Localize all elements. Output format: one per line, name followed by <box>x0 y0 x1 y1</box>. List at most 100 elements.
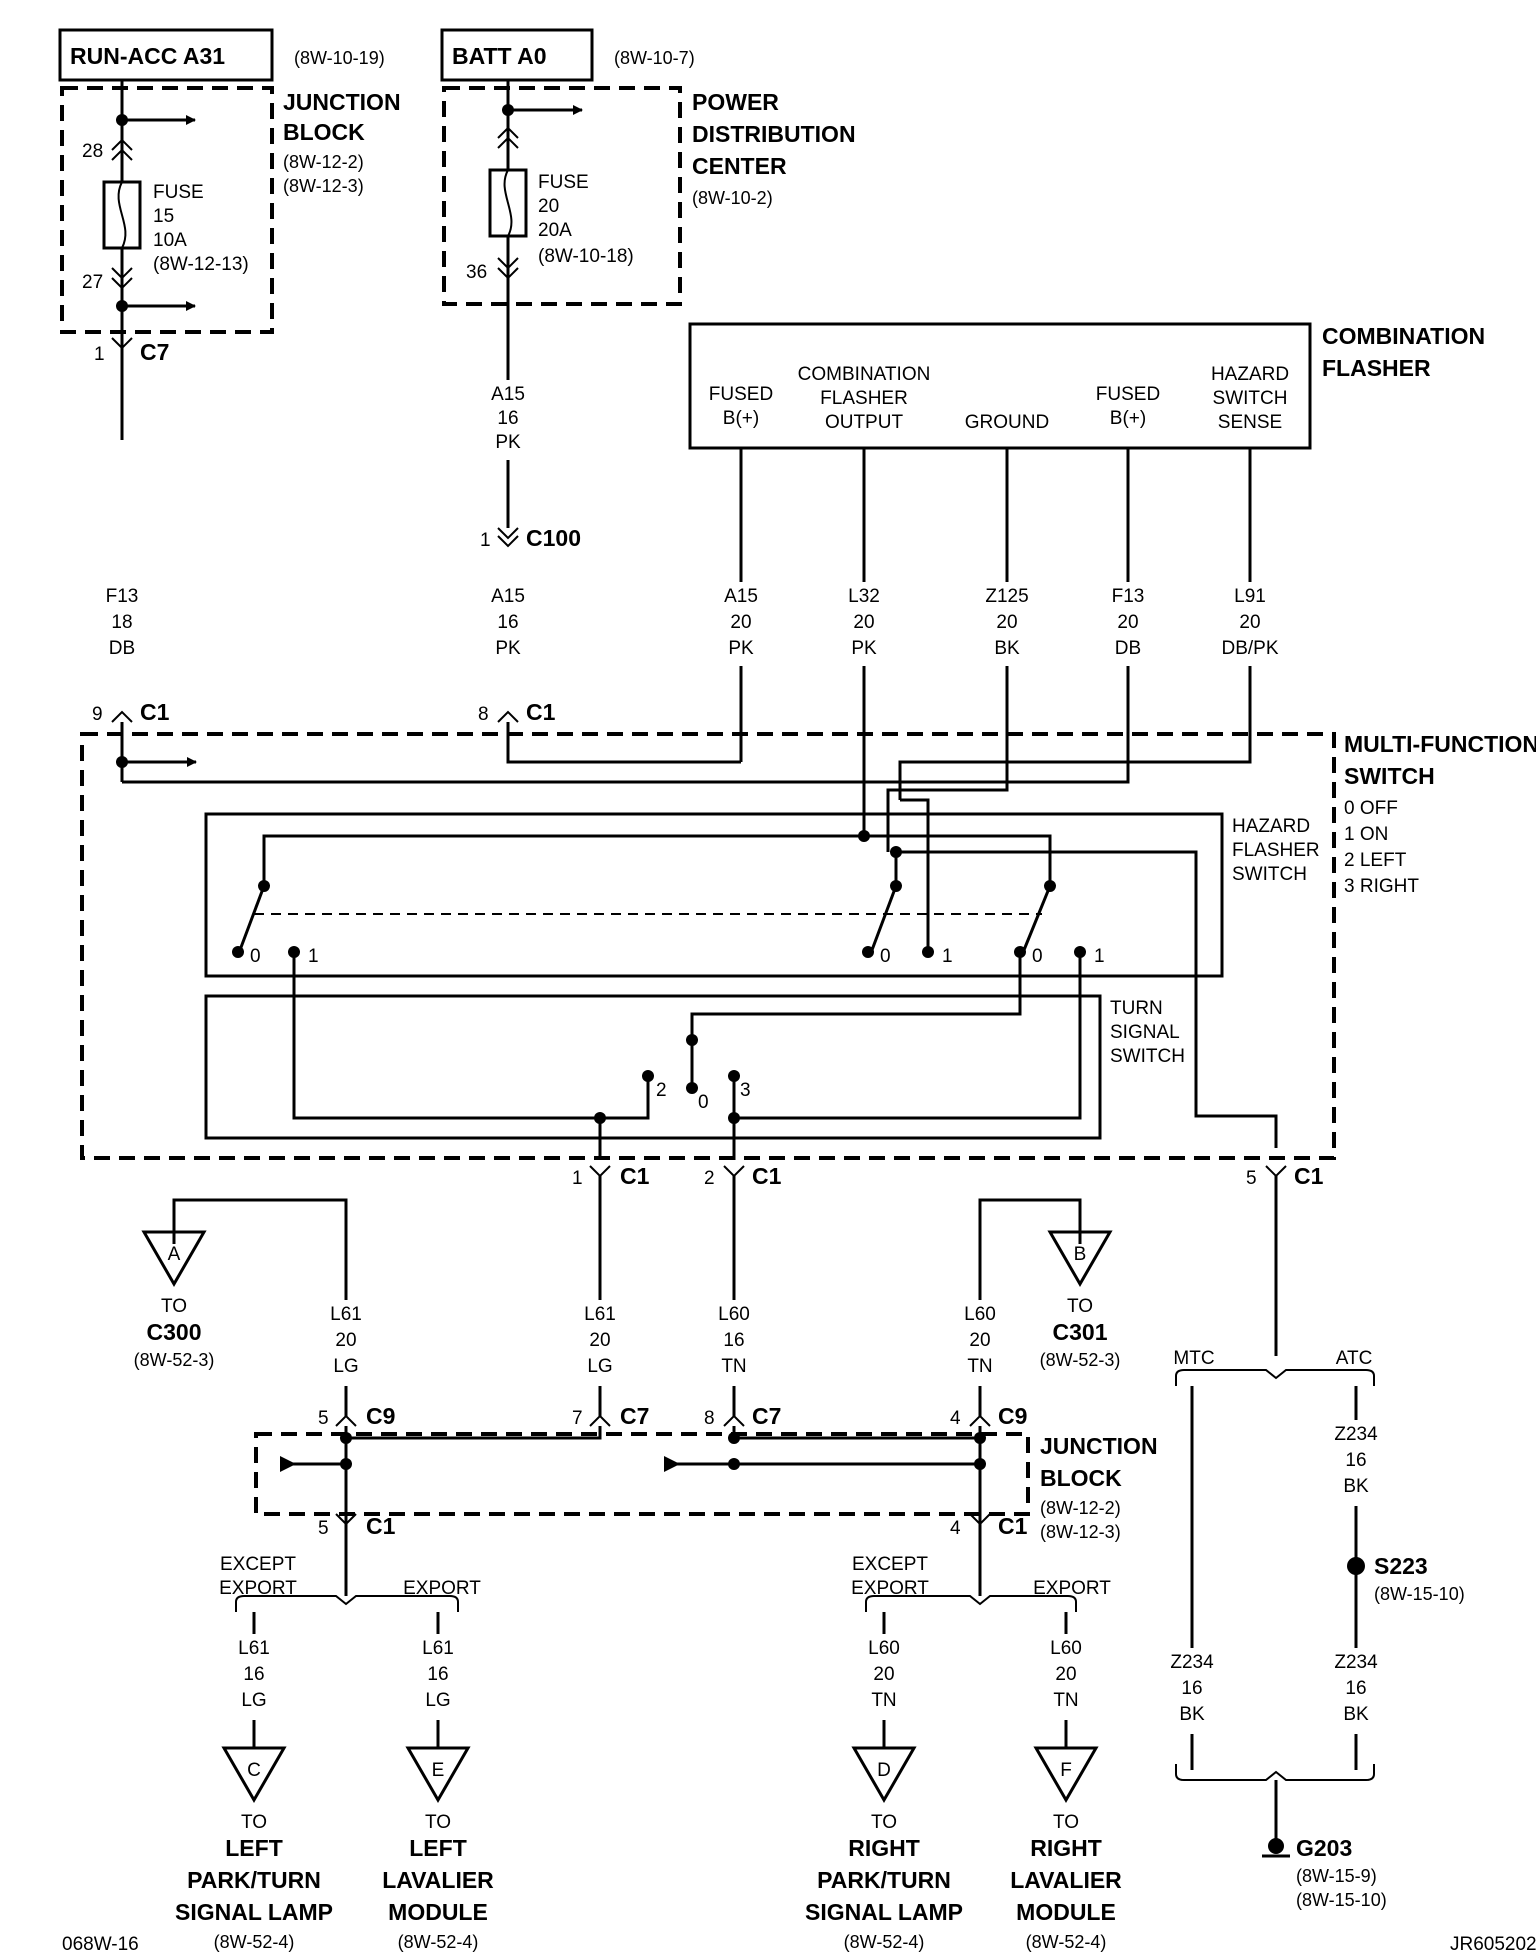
svg-text:Z125: Z125 <box>985 586 1028 607</box>
svg-text:PARK/TURN: PARK/TURN <box>817 1867 951 1893</box>
svg-text:20: 20 <box>538 196 559 217</box>
svg-text:3 RIGHT: 3 RIGHT <box>1344 876 1419 897</box>
svg-text:RUN-ACC A31: RUN-ACC A31 <box>70 43 225 69</box>
svg-text:C301: C301 <box>1053 1319 1108 1345</box>
svg-text:MODULE: MODULE <box>1016 1899 1116 1925</box>
svg-text:LAVALIER: LAVALIER <box>382 1867 494 1893</box>
svg-text:A15: A15 <box>491 586 525 607</box>
svg-text:(8W-10-18): (8W-10-18) <box>538 246 634 267</box>
svg-text:16: 16 <box>243 1664 264 1685</box>
svg-text:SIGNAL LAMP: SIGNAL LAMP <box>175 1899 333 1925</box>
svg-text:(8W-12-3): (8W-12-3) <box>283 176 364 196</box>
run-acc-source: RUN-ACC A31 (8W-10-19) <box>58 28 385 82</box>
svg-text:16: 16 <box>723 1330 744 1351</box>
svg-text:B(+): B(+) <box>723 408 759 429</box>
mfs-connector-9: 9 C1 <box>92 699 170 725</box>
svg-text:BLOCK: BLOCK <box>1040 1465 1122 1491</box>
svg-text:(8W-15-10): (8W-15-10) <box>1296 1890 1387 1910</box>
junction-block-bottom: JUNCTION BLOCK (8W-12-2) (8W-12-3) 5 C9 … <box>254 1403 1158 1542</box>
svg-text:BLOCK: BLOCK <box>283 119 365 145</box>
svg-text:FUSE: FUSE <box>153 182 204 203</box>
svg-text:RIGHT: RIGHT <box>848 1835 920 1861</box>
connector-ref-f: F TO RIGHT LAVALIER MODULE (8W-52-4) <box>1010 1746 1122 1952</box>
svg-text:TN: TN <box>721 1356 746 1377</box>
svg-text:36: 36 <box>466 262 487 283</box>
mfs-connector-5: 5 C1 <box>1246 1163 1324 1189</box>
svg-text:LG: LG <box>333 1356 358 1377</box>
svg-text:MODULE: MODULE <box>388 1899 488 1925</box>
svg-text:A: A <box>168 1244 181 1265</box>
svg-text:C100: C100 <box>526 525 581 551</box>
svg-text:Z234: Z234 <box>1334 1424 1378 1445</box>
connector-ref-d: D TO RIGHT PARK/TURN SIGNAL LAMP (8W-52-… <box>805 1746 963 1952</box>
svg-text:0: 0 <box>880 946 891 967</box>
svg-text:BATT A0: BATT A0 <box>452 43 547 69</box>
svg-text:16: 16 <box>1345 1450 1366 1471</box>
svg-text:20: 20 <box>969 1330 990 1351</box>
svg-text:TN: TN <box>871 1690 896 1711</box>
svg-text:C7: C7 <box>140 339 169 365</box>
svg-text:(8W-10-2): (8W-10-2) <box>692 188 773 208</box>
svg-text:G203: G203 <box>1296 1835 1352 1861</box>
svg-text:20A: 20A <box>538 220 572 241</box>
svg-text:MULTI-FUNCTION: MULTI-FUNCTION <box>1344 731 1536 757</box>
svg-text:L60: L60 <box>1050 1638 1082 1659</box>
svg-text:(8W-52-4): (8W-52-4) <box>214 1932 295 1952</box>
svg-text:5: 5 <box>1246 1168 1257 1189</box>
svg-text:EXCEPT: EXCEPT <box>852 1554 928 1575</box>
svg-text:3: 3 <box>740 1080 751 1101</box>
svg-text:8: 8 <box>704 1408 715 1429</box>
svg-text:C1: C1 <box>620 1163 650 1189</box>
svg-text:A15: A15 <box>724 586 758 607</box>
svg-text:BK: BK <box>994 638 1020 659</box>
svg-text:2 LEFT: 2 LEFT <box>1344 850 1407 871</box>
svg-text:EXPORT: EXPORT <box>403 1578 481 1599</box>
svg-text:COMBINATION: COMBINATION <box>1322 323 1485 349</box>
svg-text:2: 2 <box>704 1168 715 1189</box>
svg-text:FLASHER: FLASHER <box>820 388 908 409</box>
svg-text:L60: L60 <box>964 1304 996 1325</box>
svg-text:A15: A15 <box>491 384 525 405</box>
svg-text:EXPORT: EXPORT <box>219 1578 297 1599</box>
svg-text:LAVALIER: LAVALIER <box>1010 1867 1122 1893</box>
svg-text:C9: C9 <box>998 1403 1027 1429</box>
footer-left-code: 068W-16 <box>62 1934 139 1955</box>
svg-text:(8W-10-19): (8W-10-19) <box>294 48 385 68</box>
svg-text:L61: L61 <box>238 1638 270 1659</box>
svg-text:1: 1 <box>94 344 105 365</box>
svg-text:SIGNAL: SIGNAL <box>1110 1022 1180 1043</box>
svg-text:(8W-52-3): (8W-52-3) <box>134 1350 215 1370</box>
svg-text:10A: 10A <box>153 230 187 251</box>
svg-text:15: 15 <box>153 206 174 227</box>
svg-text:4: 4 <box>950 1518 961 1539</box>
svg-text:TN: TN <box>1053 1690 1078 1711</box>
svg-text:DISTRIBUTION: DISTRIBUTION <box>692 121 856 147</box>
svg-text:L32: L32 <box>848 586 880 607</box>
combination-flasher: COMBINATION FLASHER FUSED B(+) COMBINATI… <box>688 322 1485 450</box>
lower-wire-labels: L61 16 LG L61 16 LG L60 20 TN L60 20 TN … <box>228 1420 1388 1734</box>
svg-text:20: 20 <box>853 612 874 633</box>
svg-text:GROUND: GROUND <box>965 412 1049 433</box>
svg-text:CENTER: CENTER <box>692 153 787 179</box>
svg-text:20: 20 <box>589 1330 610 1351</box>
svg-text:(8W-52-4): (8W-52-4) <box>1026 1932 1107 1952</box>
junction-block-top: JUNCTION BLOCK (8W-12-2) (8W-12-3) 28 27… <box>60 80 401 440</box>
svg-text:S223: S223 <box>1374 1553 1428 1579</box>
svg-text:C1: C1 <box>526 699 556 725</box>
svg-text:20: 20 <box>1239 612 1260 633</box>
svg-text:18: 18 <box>111 612 132 633</box>
power-distribution-center: POWER DISTRIBUTION CENTER (8W-10-2) 36 F… <box>442 80 856 528</box>
svg-text:PK: PK <box>728 638 754 659</box>
svg-text:1 ON: 1 ON <box>1344 824 1388 845</box>
svg-text:(8W-12-3): (8W-12-3) <box>1040 1522 1121 1542</box>
svg-text:TN: TN <box>967 1356 992 1377</box>
connector-ref-b: B TO C301 (8W-52-3) <box>1040 1230 1120 1370</box>
svg-text:8: 8 <box>478 704 489 725</box>
mfs-connector-1: 1 C1 <box>572 1163 650 1189</box>
svg-text:EXCEPT: EXCEPT <box>220 1554 296 1575</box>
svg-text:JUNCTION: JUNCTION <box>1040 1433 1158 1459</box>
svg-text:0: 0 <box>698 1092 709 1113</box>
svg-text:0: 0 <box>1032 946 1043 967</box>
svg-text:L61: L61 <box>584 1304 616 1325</box>
